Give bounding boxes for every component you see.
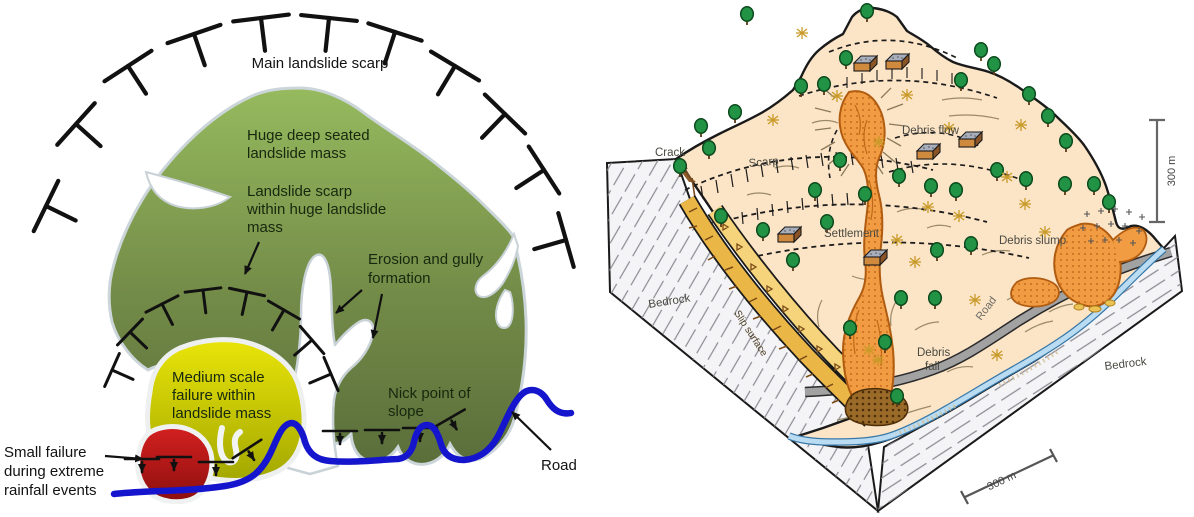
- svg-text:Debris: Debris: [917, 347, 950, 359]
- erosion-label: Erosion and gully formation: [368, 251, 484, 287]
- vertical-scale-bar: 300 m: [1149, 118, 1178, 224]
- settlement-label: Settlement: [824, 228, 880, 240]
- gully-central: [286, 253, 375, 476]
- bedrock-right-label: Bedrock: [1104, 356, 1148, 373]
- svg-text:within huge landslide: within huge landslide: [246, 201, 386, 218]
- debris-slump-feature: [1010, 206, 1148, 313]
- svg-text:rainfall events: rainfall events: [4, 482, 97, 499]
- gully-curl-right: [495, 288, 514, 329]
- road-line: [110, 386, 575, 498]
- vertical-scale-label: 300 m: [1166, 156, 1178, 187]
- tree-icon: [739, 5, 755, 26]
- erosion-arrow-1: [335, 289, 363, 314]
- svg-text:landslide mass: landslide mass: [247, 145, 346, 162]
- river: [787, 246, 1167, 446]
- svg-text:Nick point of: Nick point of: [388, 385, 471, 402]
- gully-notch-left: [144, 170, 233, 210]
- tree-icon: [973, 41, 989, 62]
- deposit-grid-marks: [1080, 206, 1145, 246]
- inner-scarp-arrow: [243, 241, 261, 275]
- main-landslide-scarp-label: Main landslide scarp: [252, 55, 389, 72]
- huge-mass-label: Huge deep seated landslide mass: [247, 127, 370, 162]
- right-panel-figure: Crack Scarp Debris flow Settlement Debri…: [605, 2, 1184, 514]
- small-failure-label: Small failure during extreme rainfall ev…: [4, 444, 104, 499]
- road-label: Road: [541, 457, 577, 474]
- svg-text:mass: mass: [247, 219, 283, 236]
- svg-text:Small failure: Small failure: [4, 444, 87, 461]
- nick-point-label: Nick point of slope: [388, 385, 471, 420]
- slip-band-symbols: [688, 207, 860, 411]
- left-panel-figure: Main landslide scarp Huge deep seated la…: [4, 0, 577, 505]
- scarp-label: Scarp: [748, 155, 779, 170]
- debris-slump-label: Debris slump: [999, 235, 1066, 247]
- debris-fall-label: Debris fall: [917, 347, 950, 373]
- horizontal-scale-label: 300 m: [985, 469, 1018, 493]
- svg-text:Huge deep seated: Huge deep seated: [247, 127, 370, 144]
- erosion-arrow-2: [370, 293, 384, 339]
- crack-label: Crack: [655, 147, 685, 159]
- svg-text:fall: fall: [925, 361, 940, 373]
- tree-icon: [727, 103, 743, 124]
- svg-text:landslide mass: landslide mass: [172, 405, 271, 422]
- river-sand: [895, 350, 1059, 436]
- white-curl: [217, 425, 243, 466]
- svg-text:slope: slope: [388, 403, 424, 420]
- svg-text:Erosion and gully: Erosion and gully: [368, 251, 484, 268]
- gully-notch-right: [474, 231, 520, 299]
- shrub-icon: [795, 26, 809, 40]
- tree-icon: [693, 117, 709, 138]
- svg-text:during extreme: during extreme: [4, 463, 104, 480]
- svg-text:Medium scale: Medium scale: [172, 369, 265, 386]
- small-failure-arrow: [104, 454, 144, 463]
- horizontal-scale-bar: 300 m: [960, 448, 1058, 505]
- svg-text:Landslide scarp: Landslide scarp: [247, 183, 352, 200]
- medium-failure-label: Medium scale failure within landslide ma…: [172, 369, 271, 422]
- road-arrow: [511, 411, 552, 451]
- svg-text:failure within: failure within: [172, 387, 255, 404]
- debris-flow-label: Debris flow: [902, 125, 960, 137]
- inner-scarp-label: Landslide scarp within huge landslide ma…: [246, 183, 386, 236]
- svg-text:formation: formation: [368, 270, 431, 287]
